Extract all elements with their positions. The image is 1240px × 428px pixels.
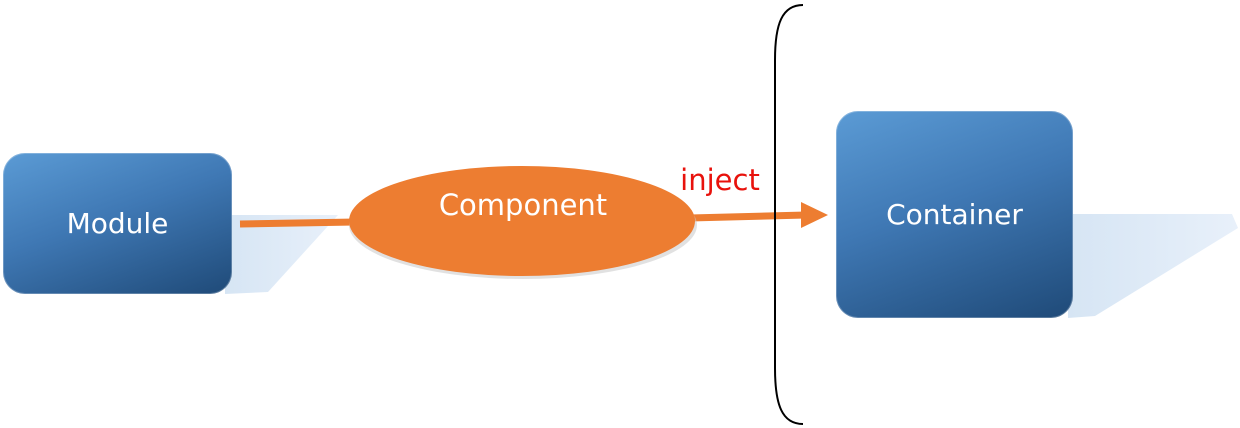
- component-ellipse: [349, 166, 695, 276]
- module-to-component-edge: [239, 218, 356, 228]
- inject-arrowhead: [801, 202, 828, 228]
- inject-edge-label: inject: [680, 163, 760, 197]
- container-shadow: [1068, 214, 1238, 318]
- module-shadow: [225, 215, 338, 294]
- module-label: Module: [66, 207, 169, 240]
- container-node: Container: [836, 111, 1073, 318]
- container-label: Container: [886, 198, 1023, 231]
- component-to-container-edge: [689, 211, 807, 222]
- container-bracket: [774, 4, 804, 425]
- component-label: Component: [438, 188, 608, 222]
- module-node: Module: [3, 153, 232, 294]
